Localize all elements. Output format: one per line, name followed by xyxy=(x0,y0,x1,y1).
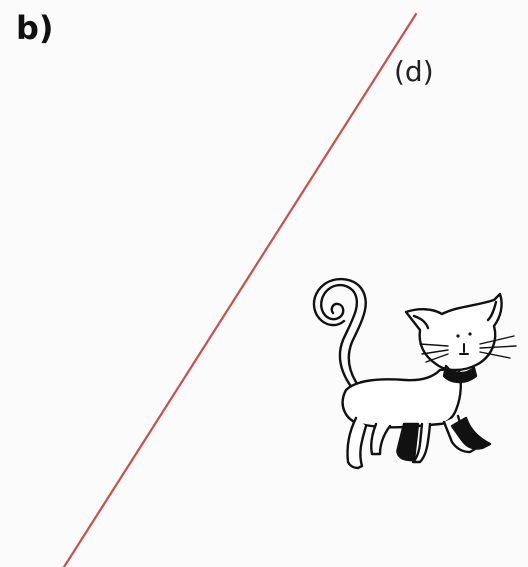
cat-whiskers-left xyxy=(419,343,449,363)
cat-back-leg-left xyxy=(346,416,368,470)
cat-icon xyxy=(312,277,517,470)
cat-back-leg-right xyxy=(370,422,392,456)
cat-nose xyxy=(459,343,469,355)
cat-body xyxy=(341,366,462,429)
cat-front-leg-left xyxy=(411,422,432,464)
cat-front-sock-left xyxy=(396,422,420,462)
cat-ear-right xyxy=(486,300,498,322)
cat-front-sock-right xyxy=(450,416,492,450)
cat-ear-left xyxy=(412,314,430,330)
cat-eye-left xyxy=(456,334,460,338)
cat-head xyxy=(404,292,503,372)
cat-eye-right xyxy=(468,332,472,336)
line-d xyxy=(62,12,418,567)
part-label: b) xyxy=(16,9,54,47)
cat-collar xyxy=(442,364,478,384)
cat-tail-outline xyxy=(312,277,367,390)
line-label: (d) xyxy=(394,55,434,88)
cat-tail xyxy=(320,283,359,387)
cat-whiskers-right xyxy=(479,335,517,359)
